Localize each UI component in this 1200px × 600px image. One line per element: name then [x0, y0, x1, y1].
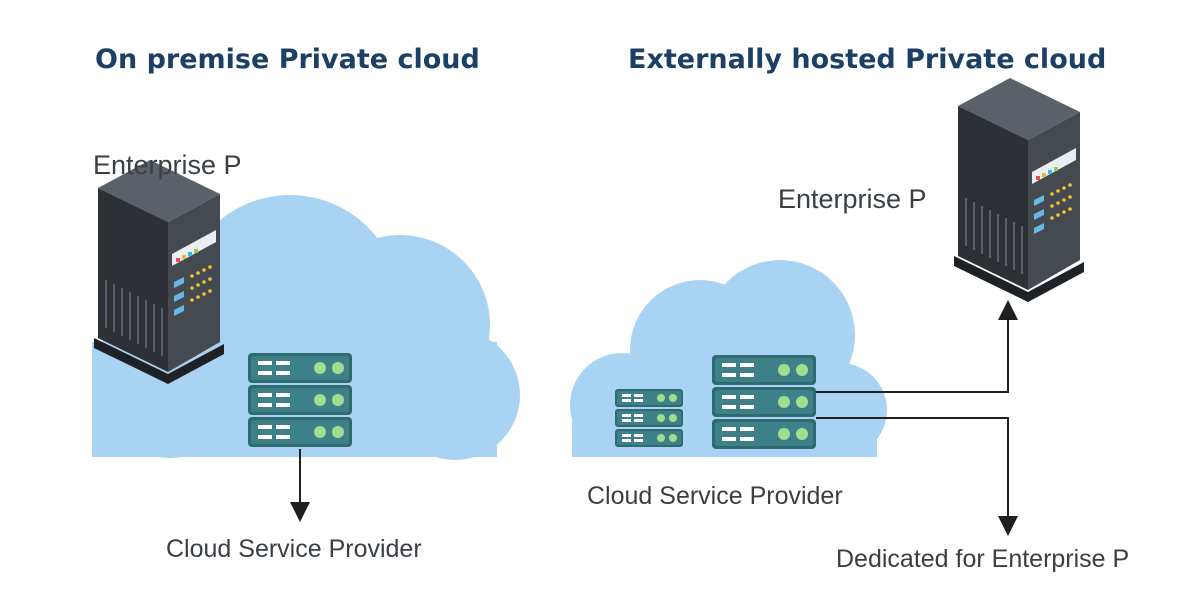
left-tower-server-icon [93, 159, 225, 385]
right-rack-server-icon [712, 355, 816, 449]
right-enterprise-label: Enterprise P [778, 184, 927, 214]
right-heading: Externally hosted Private cloud [628, 44, 1107, 75]
left-provider-label: Cloud Service Provider [166, 535, 422, 563]
right-tower-server-icon [953, 77, 1085, 303]
left-enterprise-label: Enterprise P [93, 150, 242, 180]
left-heading: On premise Private cloud [95, 44, 480, 75]
right-small-rack-server-icon [615, 389, 683, 447]
left-rack-server-icon [248, 353, 352, 447]
up-arrow-icon [816, 300, 1018, 393]
dedicated-label: Dedicated for Enterprise P [836, 545, 1130, 573]
right-provider-label: Cloud Service Provider [587, 482, 843, 510]
down-arrow-icon [816, 417, 1018, 536]
